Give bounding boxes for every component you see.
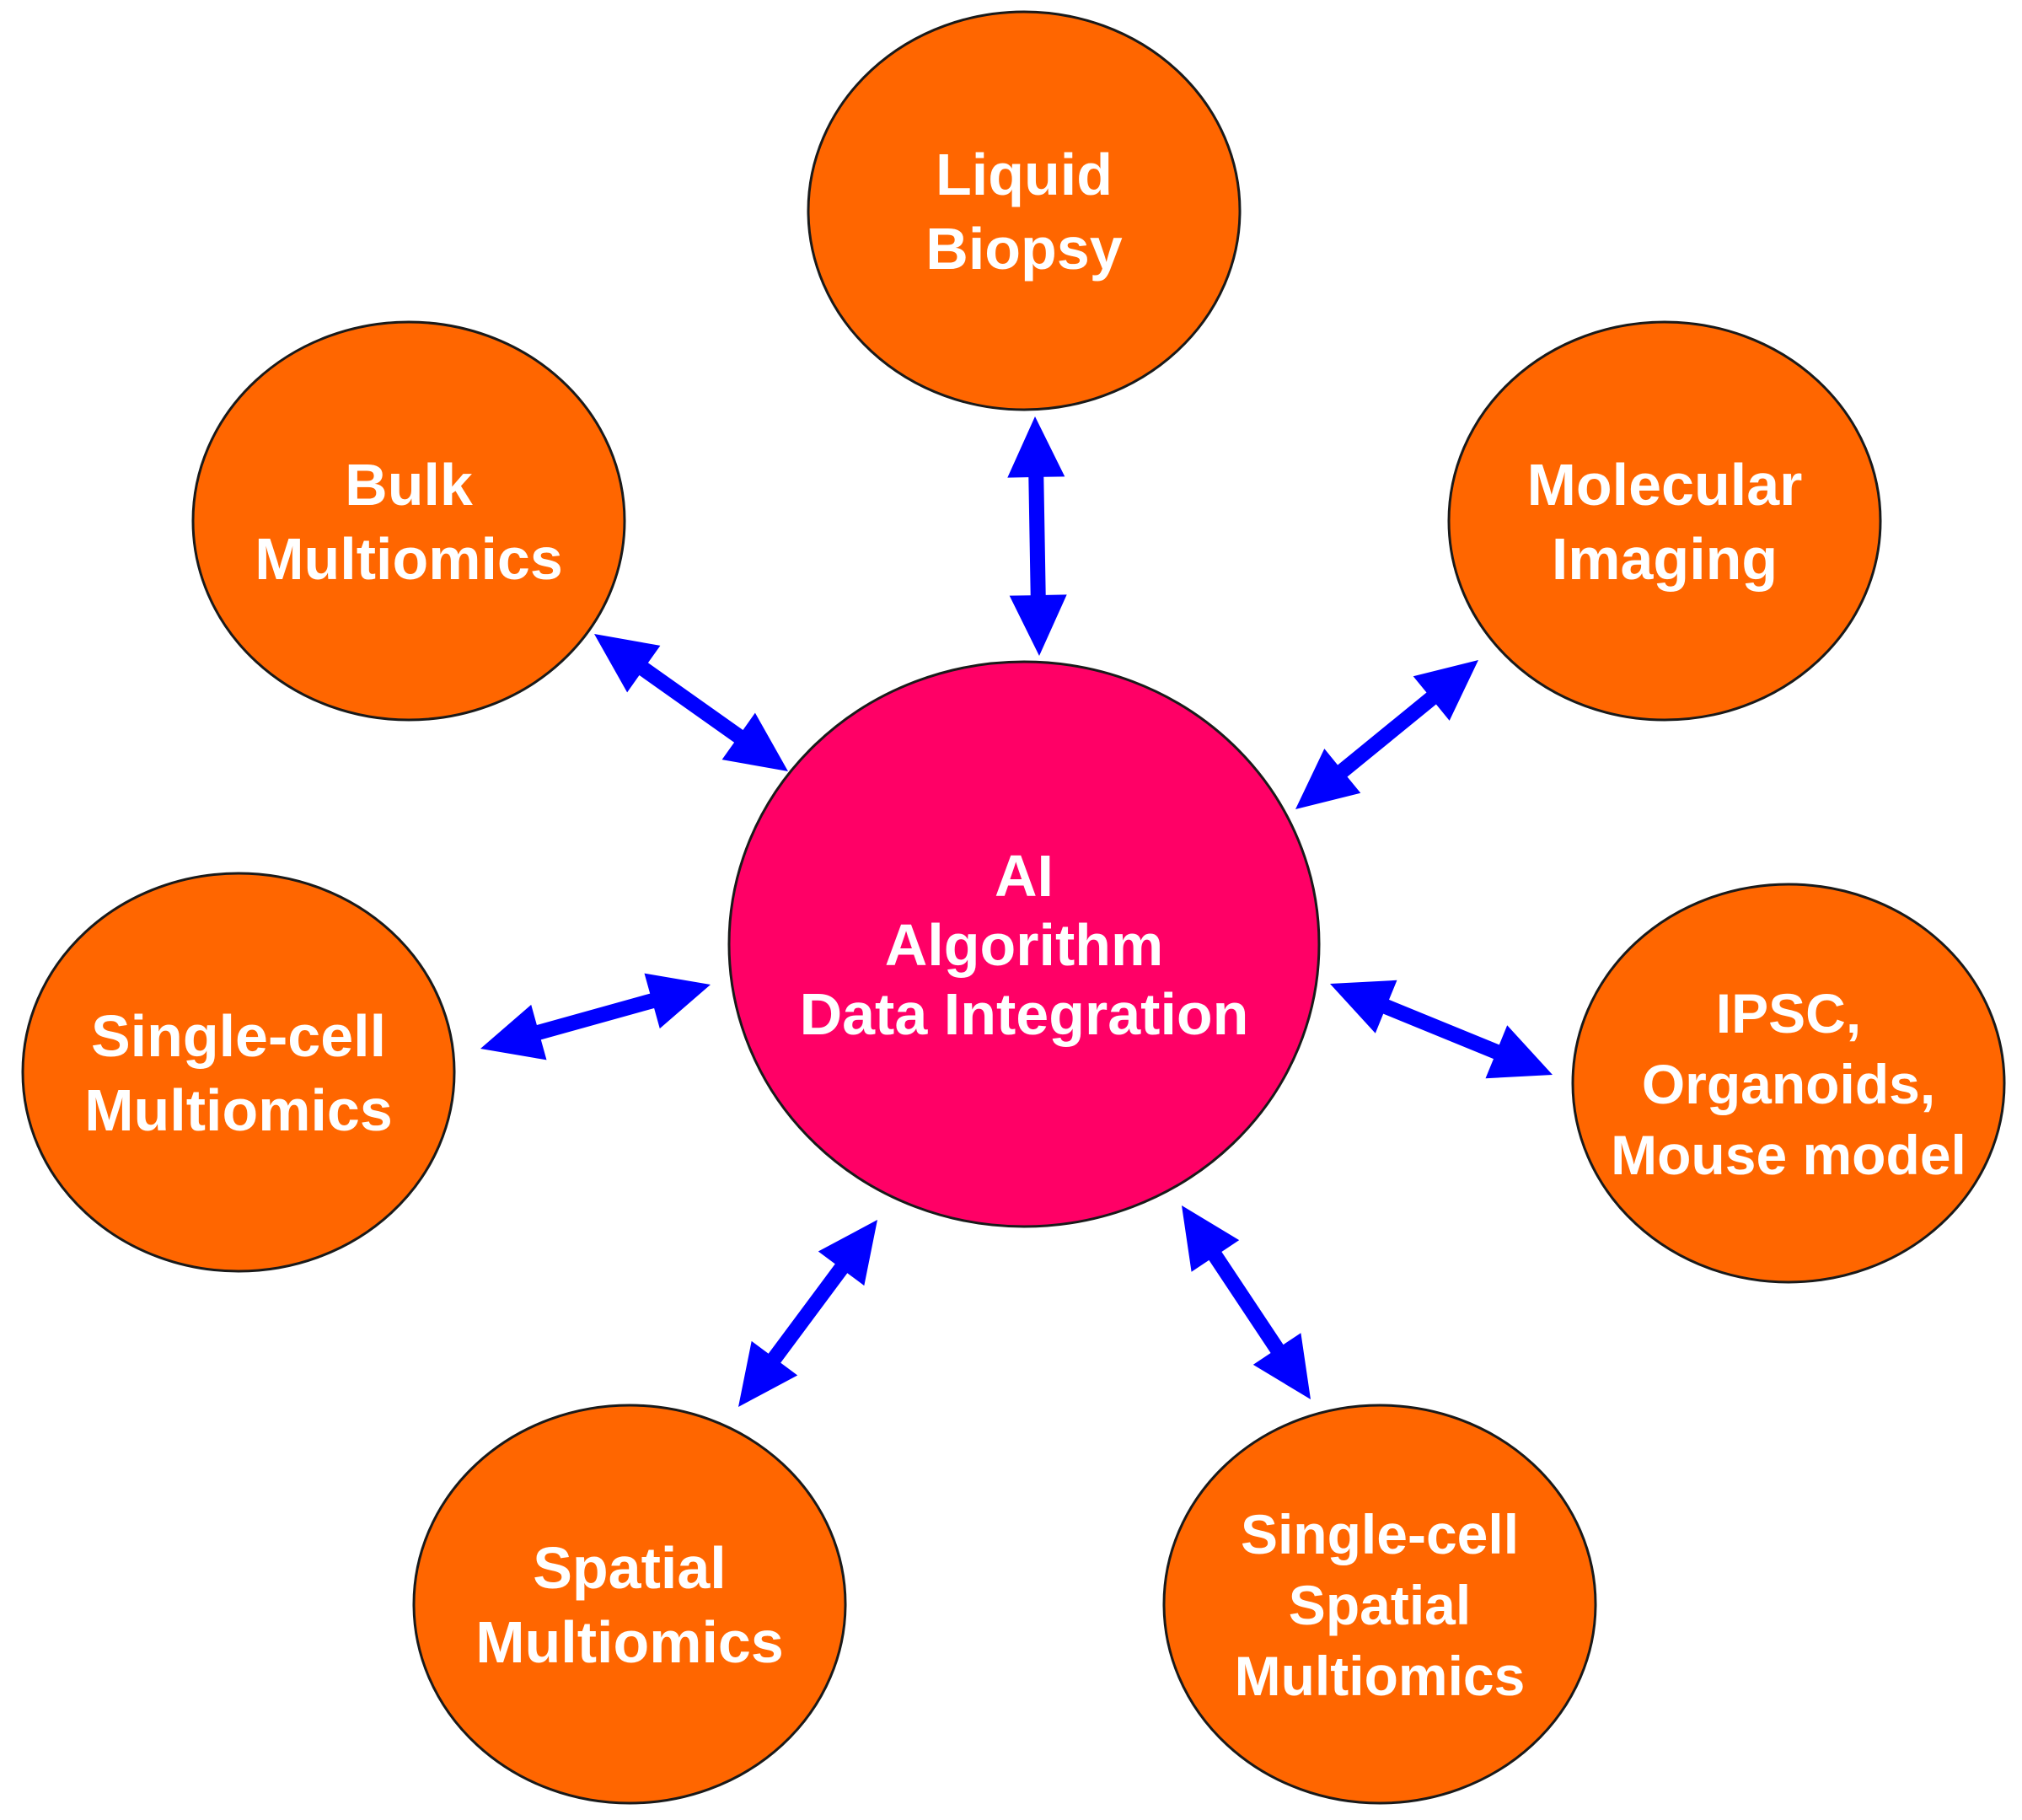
arrow-hub-to-single-cell-multiomics: [480, 973, 711, 1060]
molecular-imaging-circle: [1447, 320, 1882, 722]
single-cell-multiomics-label-line: Multiomics: [84, 1077, 393, 1143]
single-cell-multiomics-circle: [21, 872, 456, 1273]
arrow-hub-to-ipsc-organoids-mouse-model: [1330, 980, 1553, 1079]
hub-circle: [727, 660, 1321, 1228]
liquid-biopsy-label-line: Biopsy: [925, 216, 1122, 282]
single-cell-spatial-multiomics-label-line: Single-cell: [1241, 1503, 1519, 1565]
connector-arrows: [480, 416, 1553, 1407]
bulk-multiomics-circle: [191, 320, 626, 722]
arrow-hub-to-bulk-multiomics: [594, 634, 788, 771]
ipsc-organoids-mouse-model-label-line: Organoids,: [1642, 1053, 1935, 1115]
liquid-biopsy-circle: [807, 10, 1242, 411]
spatial-multiomics-label-line: Multiomics: [475, 1609, 784, 1675]
ipsc-organoids-mouse-model-label-line: Mouse model: [1611, 1124, 1966, 1186]
arrow-hub-to-molecular-imaging: [1295, 660, 1478, 809]
hub-label-line: Algorithm: [885, 912, 1164, 978]
liquid-biopsy-label-line: Liquid: [936, 142, 1113, 207]
spatial-multiomics-label-line: Spatial: [533, 1535, 727, 1601]
spatial-multiomics-circle: [412, 1404, 847, 1805]
ipsc-organoids-mouse-model-node: IPSC, Organoids, Mouse model: [1571, 883, 2006, 1284]
arrow-hub-to-single-cell-spatial-multiomics: [1182, 1205, 1311, 1399]
molecular-imaging-label-line: Molecular: [1527, 452, 1803, 518]
ipsc-organoids-mouse-model-circle: [1571, 883, 2006, 1284]
arrow-hub-to-liquid-biopsy: [1007, 416, 1067, 656]
single-cell-spatial-multiomics-label-line: Spatial: [1289, 1574, 1471, 1636]
single-cell-spatial-multiomics-label-line: Multiomics: [1235, 1645, 1526, 1707]
hub-label-line: AI: [995, 843, 1054, 909]
hub-label-line: Data Integration: [800, 981, 1249, 1047]
bulk-multiomics-label-line: Multiomics: [255, 526, 563, 592]
ipsc-organoids-mouse-model-label-line: IPSC,: [1716, 982, 1861, 1044]
molecular-imaging-label-line: Imaging: [1552, 526, 1778, 592]
arrow-hub-to-spatial-multiomics: [738, 1220, 877, 1407]
single-cell-spatial-multiomics-circle: [1162, 1404, 1597, 1805]
bulk-multiomics-label-line: Bulk: [345, 452, 473, 518]
single-cell-multiomics-label-line: Single-cell: [91, 1003, 386, 1069]
